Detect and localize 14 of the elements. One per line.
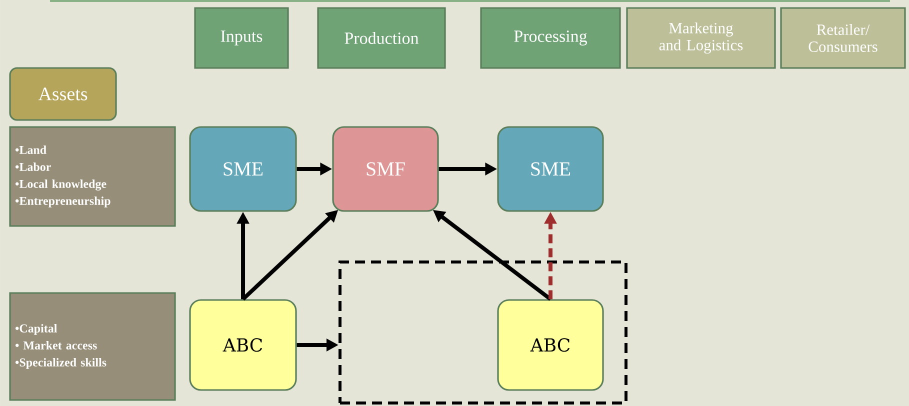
stage-box: Inputs [194,7,289,69]
asset-list-box: •Capital • Market access •Specialized skills [9,292,176,401]
enterprise-box: SMF [332,126,439,212]
stage-box: Processing [480,7,621,69]
asset-list-box: •Land •Labor •Local knowledge •Entrepreneurship [9,126,176,227]
enterprise-box: SME [497,126,604,212]
enterprise-box: SME [189,126,297,212]
business-box: ABC [189,299,297,391]
assets-box: Assets [9,67,117,121]
business-box: ABC [497,299,604,391]
stage-box: Retailer/ Consumers [780,7,906,69]
dashed-box [338,260,628,404]
stage-box: Marketing and Logistics [626,7,776,69]
stage-box: Production [317,7,446,69]
